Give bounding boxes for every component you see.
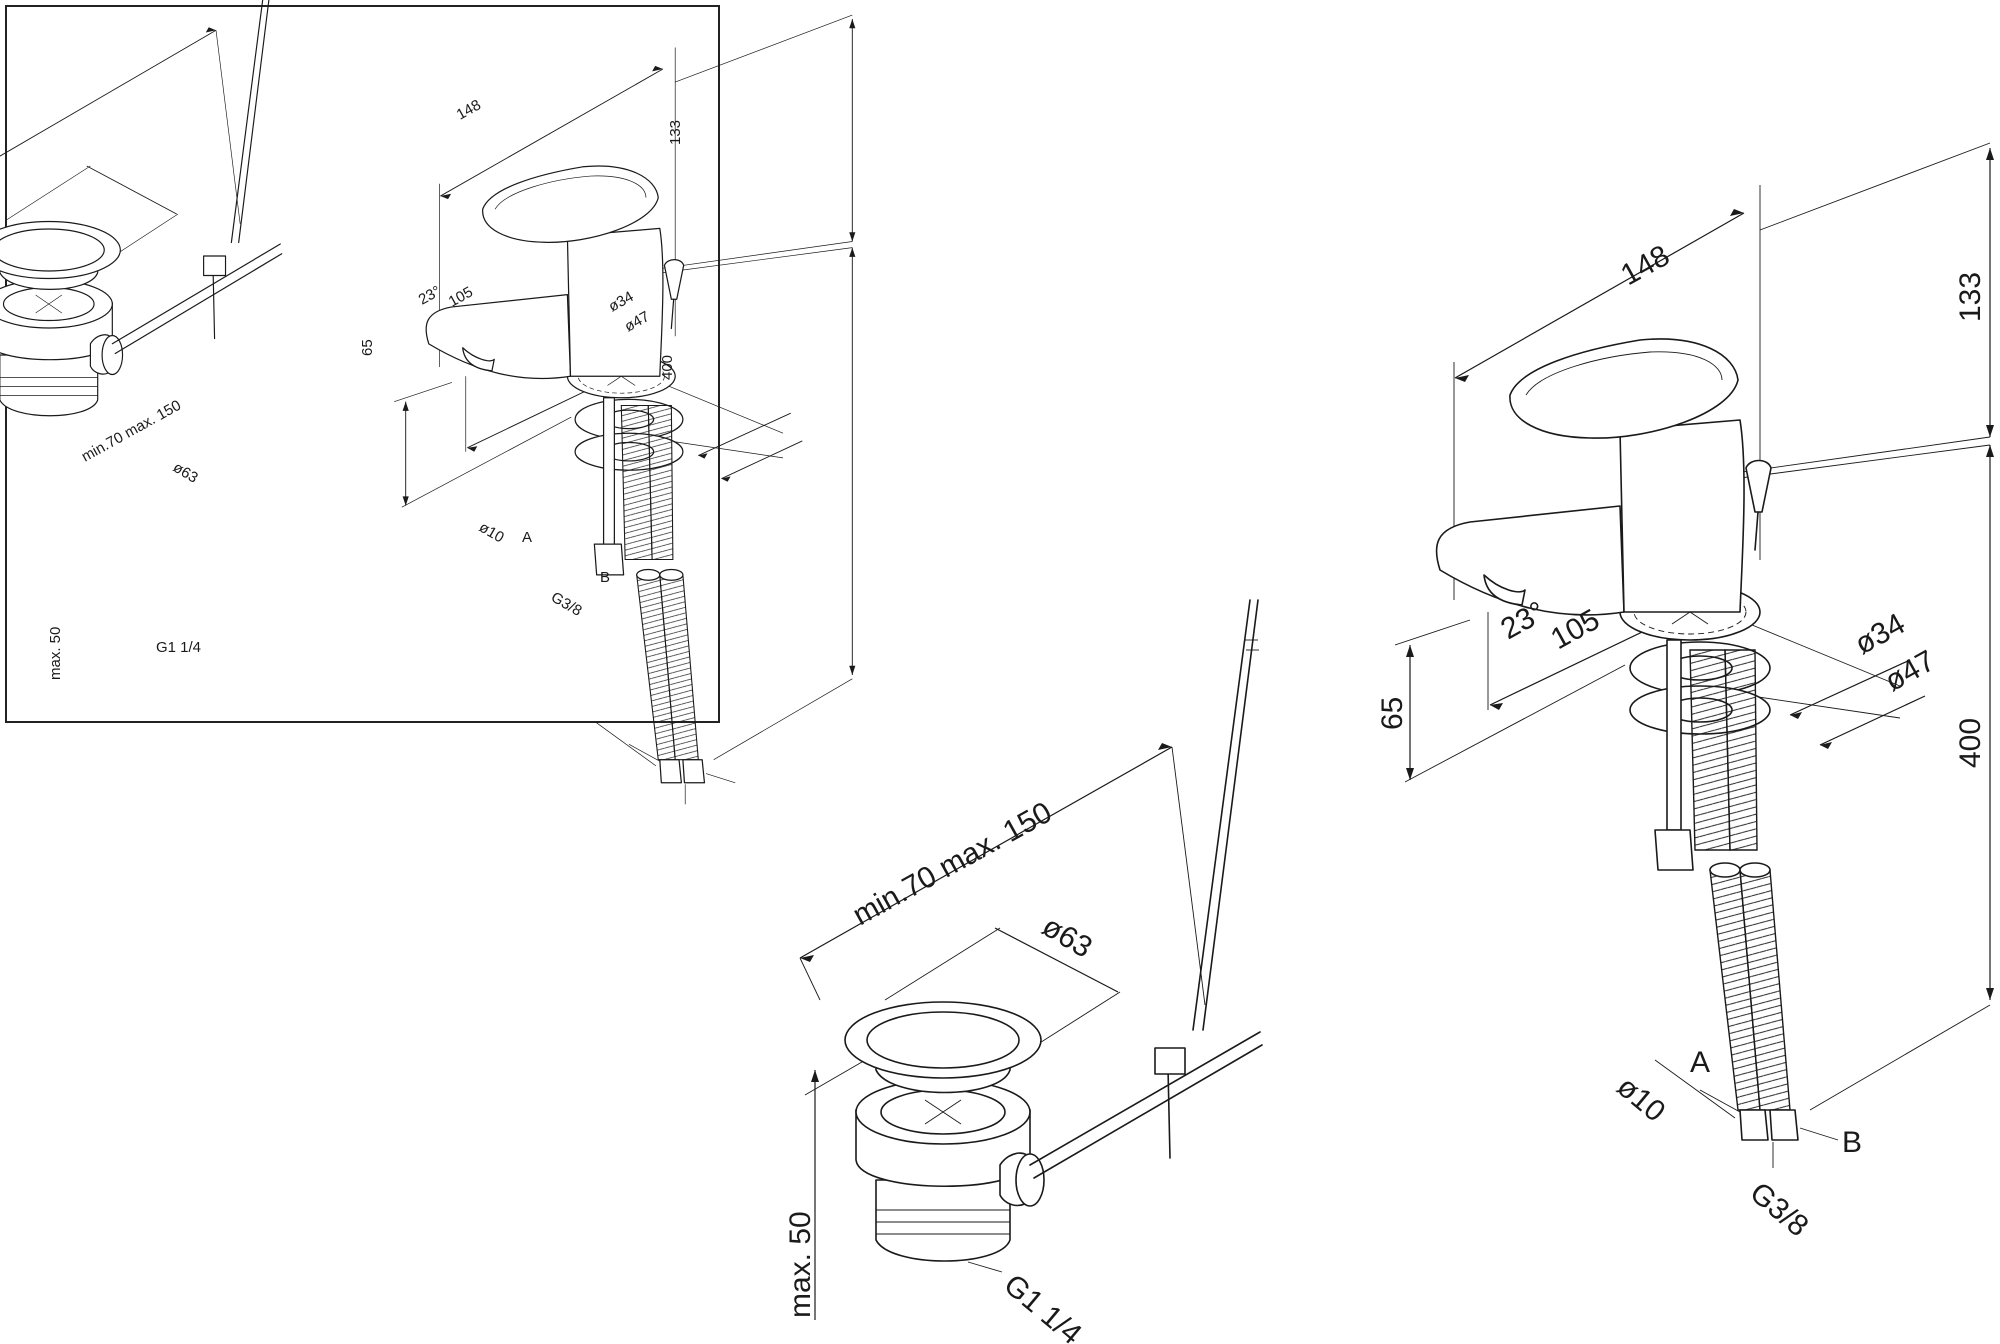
- thumb-spout-height-label: 65: [359, 339, 376, 356]
- faucet-thread-label: G3/8: [1744, 1176, 1815, 1243]
- hose-diameter-label: ø10: [1611, 1070, 1672, 1129]
- thumb-drain-thread-label: G1 1/4: [156, 639, 201, 656]
- large-view: 148 133 23° 105 ø34 ø47 65 400 ø10 A B G…: [784, 142, 1995, 1344]
- faucet-width-label: 148: [1615, 239, 1675, 292]
- faucet-flange-diameter-label: ø47: [1879, 644, 1940, 698]
- thumb-drain-height-label: max. 50: [47, 627, 64, 680]
- thumb-hose-length-label: 400: [659, 355, 676, 380]
- faucet-base-diameter-label: ø34: [1849, 607, 1910, 661]
- faucet-spout-height-label: 65: [1376, 697, 1409, 730]
- drain-large: [799, 599, 1263, 1321]
- faucet-hose-length-label: 400: [1954, 718, 1987, 768]
- hose-b-label: B: [1842, 1126, 1862, 1159]
- thumb-faucet-height-above-label: 133: [667, 120, 684, 145]
- thumb-hose-a-label: A: [522, 529, 532, 546]
- thumb-hose-b-label: B: [600, 569, 610, 586]
- hose-a-label: A: [1690, 1046, 1710, 1079]
- drain-rod-length-label: min.70 max. 150: [847, 796, 1057, 932]
- drain-cap-diameter-label: ø63: [1036, 910, 1097, 965]
- drain-height-label: max. 50: [784, 1211, 817, 1318]
- drain-thread-label: G1 1/4: [998, 1268, 1088, 1344]
- faucet-height-above-label: 133: [1954, 272, 1987, 322]
